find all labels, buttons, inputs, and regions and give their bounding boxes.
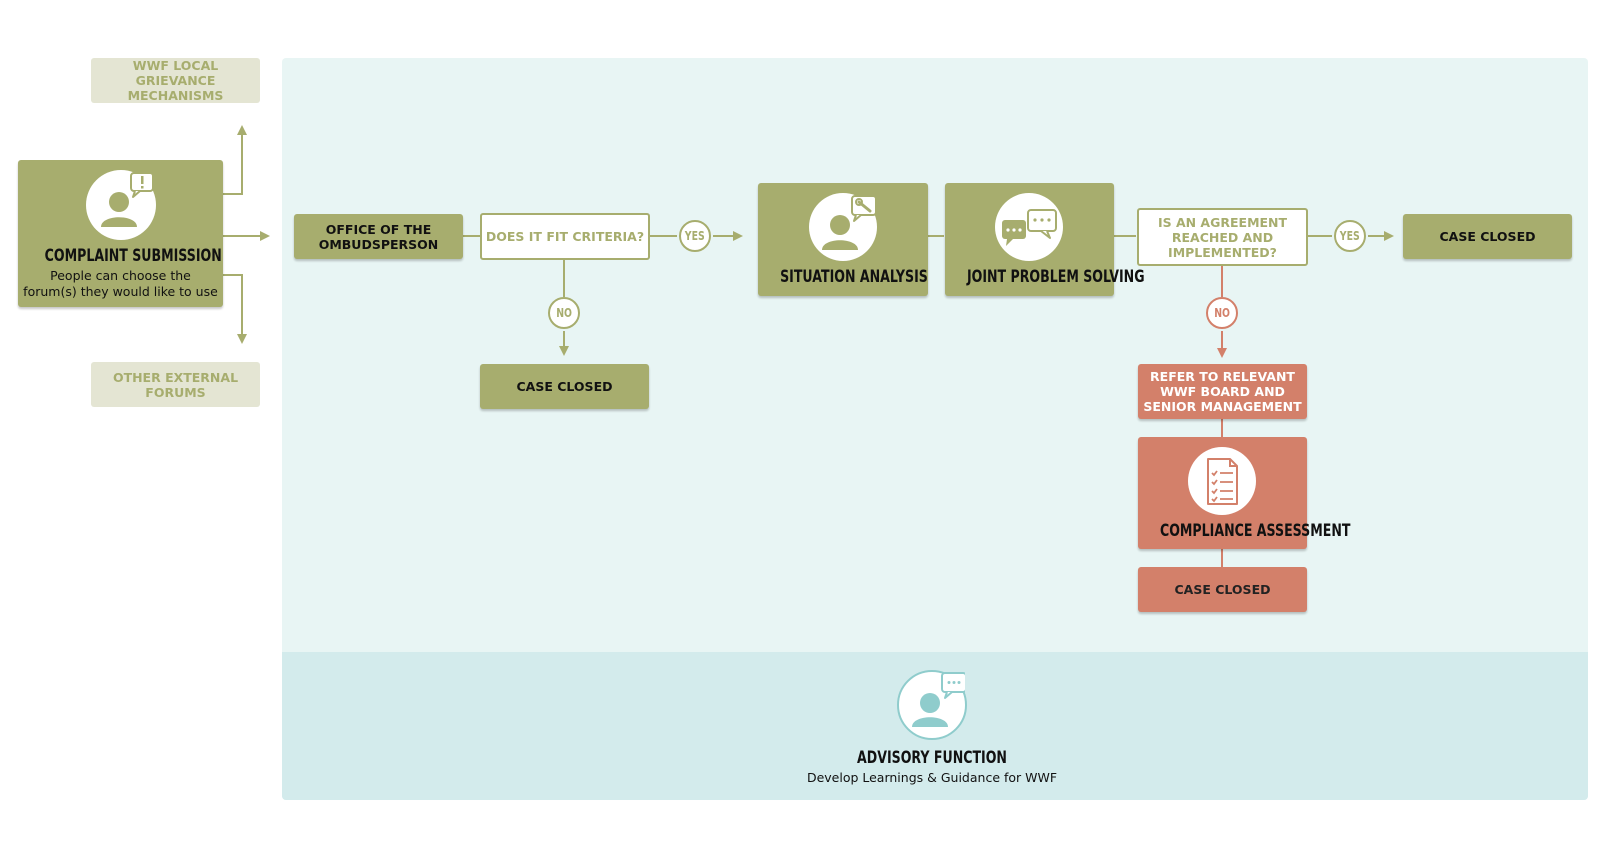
other-forums-box: OTHER EXTERNAL FORUMS <box>91 362 260 407</box>
person-wrench-icon <box>809 193 877 261</box>
criteria-question-box: DOES IT FIT CRITERIA? <box>480 213 650 260</box>
case-closed-label-compliance: CASE CLOSED <box>1174 582 1271 597</box>
compliance-assessment-box: COMPLIANCE ASSESSMENT <box>1138 437 1351 549</box>
situation-analysis-title: SITUATION ANALYSIS <box>780 267 928 287</box>
refer-board-label: REFER TO RELEVANT WWF BOARD AND SENIOR M… <box>1143 369 1302 414</box>
yes-label-agreement: YES <box>1340 229 1360 243</box>
ombudsperson-label: OFFICE OF THE OMBUDSPERSON <box>318 221 439 252</box>
local-grievance-box: WWF LOCAL GRIEVANCE MECHANISMS <box>91 58 260 103</box>
refer-board-box: REFER TO RELEVANT WWF BOARD AND SENIOR M… <box>1138 364 1307 419</box>
line-to-other <box>223 274 247 344</box>
case-closed-box-criteria: CASE CLOSED <box>480 364 649 409</box>
complaint-title: COMPLAINT SUBMISSION <box>44 246 222 266</box>
agreement-question-box: IS AN AGREEMENT REACHED AND IMPLEMENTED? <box>1137 208 1308 266</box>
complaint-submission-box: COMPLAINT SUBMISSION People can choose t… <box>18 160 223 307</box>
no-label-agreement: NO <box>1214 306 1230 320</box>
chat-bubbles-icon <box>995 193 1063 261</box>
yes-badge-agreement: YES <box>1334 220 1366 252</box>
advisory-title: ADVISORY FUNCTION <box>857 748 1007 768</box>
no-badge-criteria: NO <box>548 297 580 329</box>
person-chat-icon <box>897 670 967 740</box>
compliance-assessment-title: COMPLIANCE ASSESSMENT <box>1159 521 1351 541</box>
case-closed-label: CASE CLOSED <box>516 379 613 394</box>
ombudsperson-box: OFFICE OF THE OMBUDSPERSON <box>294 214 463 259</box>
yes-badge-criteria: YES <box>679 220 711 252</box>
other-forums-label: OTHER EXTERNAL FORUMS <box>112 369 239 400</box>
complaint-subtitle: People can choose the forum(s) they woul… <box>23 268 218 299</box>
no-badge-agreement: NO <box>1206 297 1238 329</box>
checklist-icon <box>1188 447 1256 515</box>
case-closed-label-agreement: CASE CLOSED <box>1439 229 1536 244</box>
case-closed-box-agreement: CASE CLOSED <box>1403 214 1572 259</box>
joint-problem-solving-title: JOINT PROBLEM SOLVING <box>966 267 1145 287</box>
situation-analysis-box: SITUATION ANALYSIS <box>758 183 928 296</box>
criteria-question-label: DOES IT FIT CRITERIA? <box>485 229 645 244</box>
agreement-question-label: IS AN AGREEMENT REACHED AND IMPLEMENTED? <box>1157 214 1288 260</box>
no-label: NO <box>556 306 572 320</box>
local-grievance-label: WWF LOCAL GRIEVANCE MECHANISMS <box>127 58 224 103</box>
line-to-local <box>223 125 247 195</box>
person-alert-icon <box>86 170 156 240</box>
case-closed-box-compliance: CASE CLOSED <box>1138 567 1307 612</box>
joint-problem-solving-box: JOINT PROBLEM SOLVING <box>945 183 1145 296</box>
advisory-subtitle: Develop Learnings & Guidance for WWF <box>806 770 1058 785</box>
yes-label: YES <box>685 229 705 243</box>
